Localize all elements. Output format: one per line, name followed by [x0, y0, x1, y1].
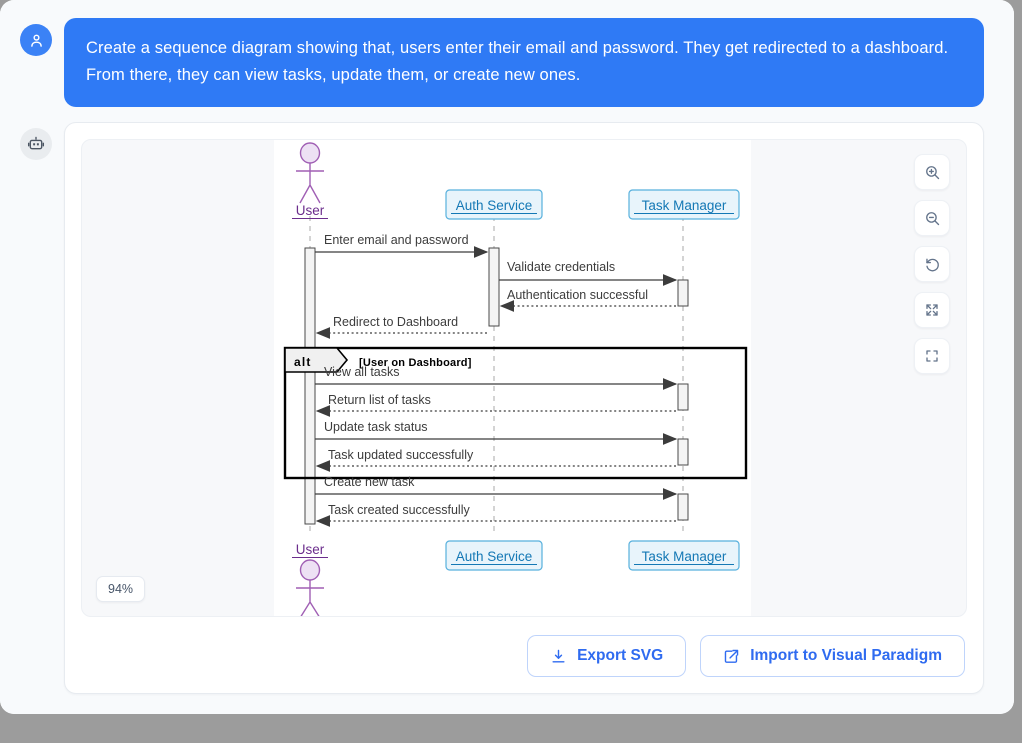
message-label-1: Enter email and password: [324, 233, 469, 247]
alt-fragment: alt [User on Dashboard]: [283, 346, 748, 480]
zoom-level-badge: 94%: [96, 576, 146, 602]
assistant-message-row: User Auth Service Task Manager: [20, 122, 984, 694]
participant-auth-top[interactable]: Auth Service: [445, 189, 543, 220]
participant-label-user-top: User: [296, 203, 325, 218]
participant-label-task-bottom: Task Manager: [642, 549, 727, 564]
external-link-icon: [723, 648, 740, 665]
message-label-2: Validate credentials: [507, 260, 615, 274]
participant-user-foot[interactable]: User: [292, 542, 328, 617]
diagram-canvas[interactable]: User Auth Service Task Manager: [81, 139, 967, 617]
zoom-out-icon[interactable]: [914, 200, 950, 236]
download-icon: [550, 648, 567, 665]
sequence-diagram-svg: User Auth Service Task Manager: [283, 142, 748, 617]
export-svg-label: Export SVG: [577, 647, 664, 664]
user-message-row: Create a sequence diagram showing that, …: [20, 18, 984, 108]
activation-bars: [304, 247, 689, 525]
participant-auth-foot[interactable]: Auth Service: [445, 540, 543, 571]
participant-label-user-bottom: User: [296, 542, 325, 557]
alt-operator-label: alt: [294, 355, 312, 369]
message-label-10: Task created successfully: [328, 503, 470, 517]
diagram-result-card: User Auth Service Task Manager: [64, 122, 984, 694]
message-label-6: Return list of tasks: [328, 393, 431, 407]
participant-label-auth-bottom: Auth Service: [456, 549, 533, 564]
fullscreen-icon[interactable]: [914, 338, 950, 374]
user-avatar-icon: [20, 24, 52, 56]
participant-label-auth-top: Auth Service: [456, 198, 533, 213]
user-prompt-text: Create a sequence diagram showing that, …: [64, 18, 984, 108]
message-label-9: Create new task: [324, 475, 415, 489]
import-visual-paradigm-button[interactable]: Import to Visual Paradigm: [700, 635, 965, 677]
import-visual-paradigm-label: Import to Visual Paradigm: [750, 647, 942, 664]
message-label-8: Task updated successfully: [328, 448, 474, 462]
sequence-diagram-surface[interactable]: User Auth Service Task Manager: [274, 140, 751, 617]
message-label-4: Redirect to Dashboard: [333, 315, 458, 329]
participant-task-top[interactable]: Task Manager: [628, 189, 740, 220]
fit-screen-icon[interactable]: [914, 292, 950, 328]
message-label-7: Update task status: [324, 420, 428, 434]
participant-user-head[interactable]: User: [292, 142, 328, 220]
messages: Enter email and password Validate creden…: [283, 233, 748, 527]
export-svg-button[interactable]: Export SVG: [527, 635, 687, 677]
message-label-3: Authentication successful: [507, 288, 648, 302]
diagram-toolbar: [914, 154, 950, 374]
alt-condition-label: [User on Dashboard]: [359, 357, 472, 369]
zoom-in-icon[interactable]: [914, 154, 950, 190]
reset-view-icon[interactable]: [914, 246, 950, 282]
card-actions: Export SVG Import to Visual Paradigm: [81, 635, 967, 677]
participant-task-foot[interactable]: Task Manager: [628, 540, 740, 571]
app-window: Create a sequence diagram showing that, …: [0, 0, 1014, 714]
participant-label-task-top: Task Manager: [642, 198, 727, 213]
message-label-5: View all tasks: [324, 365, 400, 379]
robot-avatar-icon: [20, 128, 52, 160]
